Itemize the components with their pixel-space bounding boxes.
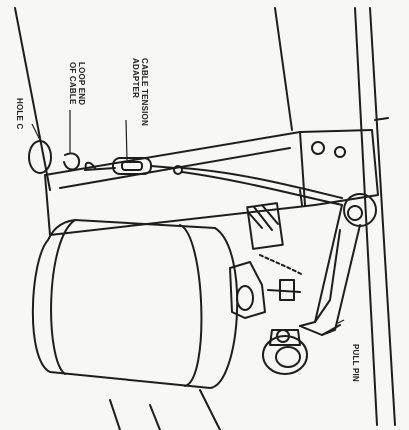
callout-pull-pin: PULL PIN — [351, 344, 360, 382]
callout-hole-c: HOLE C — [15, 98, 24, 129]
loop-end-icon — [63, 152, 81, 171]
frame-lines — [14, 7, 396, 430]
callout-hole-c-text: HOLE C — [15, 98, 24, 130]
pin-chain — [259, 254, 304, 276]
pressure-gauge-icon — [262, 329, 308, 375]
mounting-bracket — [44, 129, 379, 250]
callout-loop-end-line2: OF CABLE — [68, 62, 77, 105]
callout-leaders — [31, 110, 345, 325]
release-lever — [299, 204, 361, 336]
valve-head — [229, 261, 301, 319]
callout-pull-pin-text: PULL PIN — [351, 344, 360, 382]
callout-cable-tension-adapter: CABLE TENSION ADAPTER — [131, 58, 149, 126]
extinguisher-cylinder — [31, 219, 239, 389]
cable-assembly — [63, 152, 343, 206]
bracket-hole-icon — [311, 141, 325, 155]
callout-adapter-line1: CABLE TENSION — [140, 58, 149, 126]
hole-c-icon — [28, 140, 52, 174]
callout-adapter-line2: ADAPTER — [131, 58, 140, 99]
pull-pin-icon — [321, 324, 341, 336]
callout-loop-end-line1: LOOP END — [77, 62, 86, 106]
callout-loop-end: LOOP END OF CABLE — [68, 62, 86, 105]
